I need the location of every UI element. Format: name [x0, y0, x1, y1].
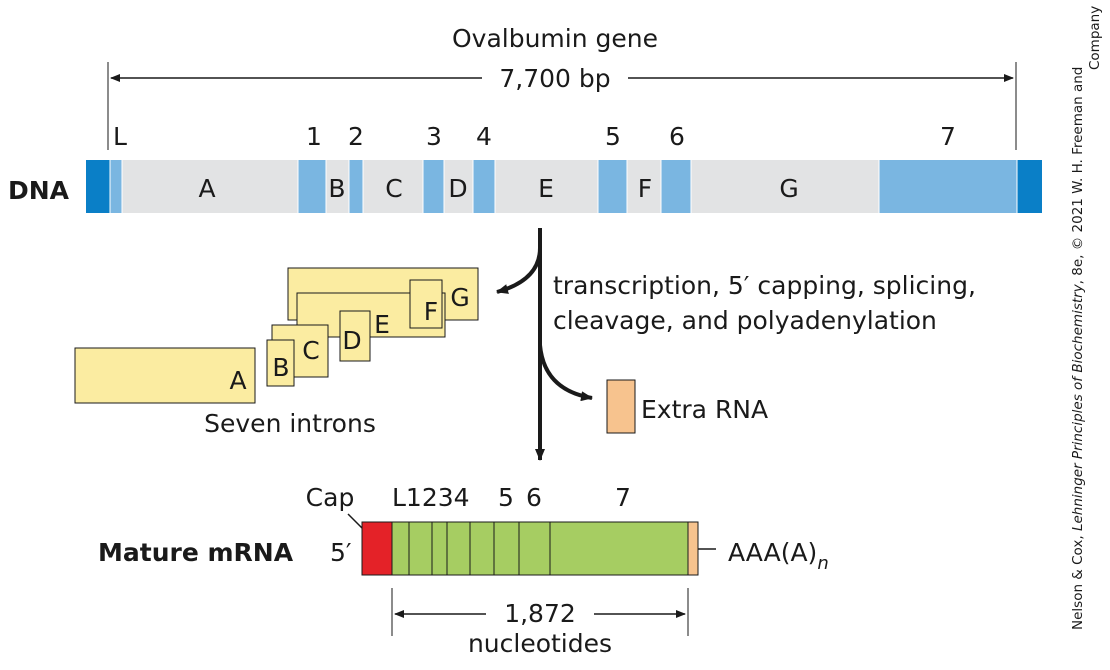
loop-label-E: E [374, 310, 390, 339]
mrna-length-unit: nucleotides [468, 629, 612, 658]
loop-label-A: A [229, 366, 246, 395]
intron-C [363, 160, 423, 213]
intron-loop-A [74, 347, 256, 404]
intron-F [627, 160, 661, 213]
extra-rna-arrow [538, 344, 593, 402]
intron-A [122, 160, 298, 213]
dna-intron-label-B: B [328, 174, 345, 203]
poly-a-label: AAA(A)n [728, 538, 829, 574]
exon-5 [598, 160, 627, 213]
dna-intron-label-D: D [448, 174, 467, 203]
exon-7 [879, 160, 1017, 213]
loop-label-F: F [424, 297, 438, 326]
extra-rna-block [606, 379, 636, 434]
mrna-3prime-utr [687, 521, 699, 576]
exon-label-4: 4 [476, 122, 492, 151]
intron-removal-arrow [496, 247, 542, 294]
intron-D [444, 160, 473, 213]
dna-intron-label-E: E [538, 174, 554, 203]
process-label-line1: transcription, 5′ capping, splicing, [553, 271, 976, 300]
credit-line-2: Company [1087, 6, 1103, 70]
dna-bar [86, 160, 1042, 213]
loop-label-D: D [342, 326, 361, 355]
gene-length: 7,700 bp [499, 64, 610, 93]
cap-label: Cap [306, 483, 355, 512]
exon-2 [349, 160, 363, 213]
mrna-exon-label-L1234: L1234 [392, 483, 470, 512]
exon-1 [298, 160, 326, 213]
intron-loop-F [409, 279, 443, 329]
gene-title: Ovalbumin gene [452, 24, 658, 53]
dna-intron-label-F: F [638, 174, 652, 203]
dna-intron-label-G: G [779, 174, 798, 203]
loop-label-G: G [450, 283, 469, 312]
intron-G [691, 160, 879, 213]
mrna-exon-label-5: 5 [498, 483, 514, 512]
exon-label-6: 6 [669, 122, 685, 151]
mrna-bar [361, 521, 699, 576]
loop-label-C: C [302, 336, 319, 365]
mrna-exon-label-6: 6 [526, 483, 542, 512]
intron-B [326, 160, 349, 213]
exon-L [110, 160, 122, 213]
loop-label-B: B [272, 353, 289, 382]
exon-label-7: 7 [940, 122, 956, 151]
mrna-exon-label-7: 7 [615, 483, 631, 512]
extra-rna-label: Extra RNA [641, 395, 768, 424]
dna-intron-label-C: C [385, 174, 402, 203]
seven-introns-stack [74, 267, 479, 404]
exon-label-3: 3 [426, 122, 442, 151]
exon-6 [661, 160, 691, 213]
mrna-length: 1,872 [504, 599, 576, 628]
dna-intron-label-A: A [198, 174, 215, 203]
exon-label-2: 2 [348, 122, 364, 151]
exon-label-5: 5 [605, 122, 621, 151]
seven-introns-caption: Seven introns [204, 409, 376, 438]
exon-3 [423, 160, 444, 213]
exon-4 [473, 160, 495, 213]
intron-E [495, 160, 598, 213]
dna-label: DNA [8, 176, 70, 205]
mrna-5prime-label: 5′ [330, 538, 352, 567]
exon-label-L: L [113, 122, 127, 151]
intron-loop-D [339, 310, 371, 362]
credit-line: Nelson & Cox, Lehninger Principles of Bi… [1070, 6, 1103, 630]
mrna-label: Mature mRNA [98, 538, 294, 567]
process-label-line2: cleavage, and polyadenylation [553, 306, 937, 335]
exon-label-1: 1 [306, 122, 322, 151]
svg-text:Nelson & Cox, Lehninger Princi: Nelson & Cox, Lehninger Principles of Bi… [1070, 67, 1086, 630]
intron-loop-B [266, 339, 295, 387]
dna-5prime-end [86, 160, 110, 213]
mrna-cap [361, 521, 393, 576]
dna-3prime-end [1017, 160, 1042, 213]
mrna-coding-region [391, 521, 689, 576]
